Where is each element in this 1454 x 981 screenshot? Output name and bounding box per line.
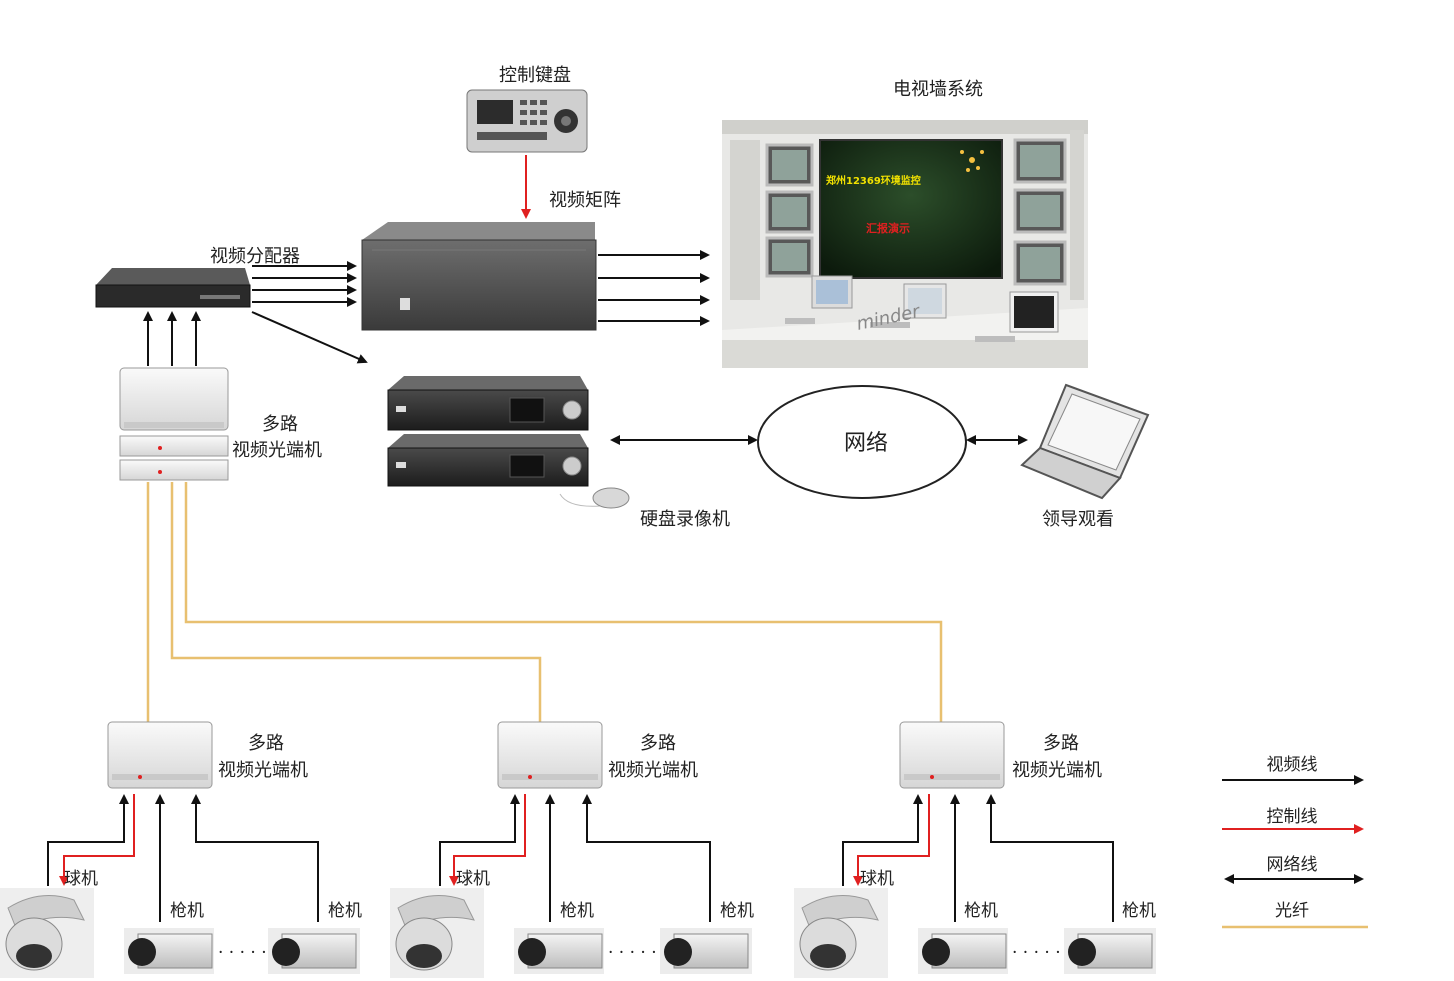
dome-camera-icon (0, 888, 94, 978)
camera-ellipsis: · · · · · · (608, 943, 667, 963)
dome-camera-icon (794, 888, 888, 978)
remote-site-3: 多路 视频光端机 球机 枪机 枪机 · · · · · · (794, 721, 1156, 978)
distributor-label: 视频分配器 (210, 246, 300, 267)
dvr-unit-1 (387, 376, 589, 431)
tv-screen-banner-red: 汇报演示 (866, 221, 910, 235)
optical-main-label-1: 多路 (262, 414, 298, 435)
keyboard-display-icon (477, 100, 513, 124)
bullet-camera-icon (918, 928, 1008, 974)
laptop-icon (1020, 383, 1150, 500)
mouse-icon (559, 487, 630, 509)
fiber-lines (146, 482, 943, 722)
matrix-label: 视频矩阵 (549, 190, 621, 211)
remote-site-1: 多路 视频光端机 球机 枪机 枪机 · · · · · · (0, 721, 362, 978)
bullet-label-1: 枪机 (560, 901, 594, 921)
remote-label-1: 多路 (248, 733, 284, 754)
tvwall-label: 电视墙系统 (893, 79, 983, 100)
video-matrix (361, 222, 597, 331)
bullet-label-1: 枪机 (964, 901, 998, 921)
camera-ellipsis: · · · · · · (1012, 943, 1071, 963)
remote-label-2: 视频光端机 (608, 760, 698, 781)
bullet-camera-icon (660, 928, 752, 974)
bullet-label-1: 枪机 (170, 901, 204, 921)
matrix-to-tvwall-arrows (598, 250, 710, 326)
optical-to-distributor-arrows (143, 311, 201, 366)
dome-label: 球机 (64, 869, 98, 889)
optical-transceiver-main (119, 367, 229, 481)
bullet-label-2: 枪机 (1122, 901, 1156, 921)
remote-label-1: 多路 (1043, 733, 1079, 754)
optical-transceiver-remote (899, 721, 1005, 789)
desk-monitor-icon (811, 275, 1059, 333)
legend-video-label: 视频线 (1267, 755, 1318, 775)
camera-ellipsis: · · · · · · (218, 943, 277, 963)
bullet-camera-icon (124, 928, 214, 974)
legend-network-label: 网络线 (1267, 855, 1318, 875)
tvwall-main-screen (819, 139, 1003, 279)
bullet-label-2: 枪机 (720, 901, 754, 921)
bullet-camera-icon (1064, 928, 1156, 974)
legend-control-label: 控制线 (1267, 807, 1318, 827)
leader-view-label: 领导观看 (1042, 509, 1114, 530)
optical-main-label-2: 视频光端机 (232, 440, 322, 461)
bullet-label-2: 枪机 (328, 901, 362, 921)
optical-transceiver-remote (497, 721, 603, 789)
remote-label-1: 多路 (640, 733, 676, 754)
dome-label: 球机 (456, 869, 490, 889)
tv-wall-photo: 郑州12369环境监控 汇报演示 minder (722, 120, 1088, 368)
remote-label-2: 视频光端机 (218, 760, 308, 781)
dvr-label: 硬盘录像机 (640, 509, 730, 530)
distributor-to-matrix-arrows (251, 261, 368, 364)
optical-transceiver-remote (107, 721, 213, 789)
keyboard-label: 控制键盘 (499, 65, 571, 86)
remote-label-2: 视频光端机 (1012, 760, 1102, 781)
control-keyboard (466, 89, 588, 153)
network-label: 网络 (844, 431, 888, 456)
legend-fiber-label: 光纤 (1275, 901, 1309, 921)
dome-camera-icon (390, 888, 484, 978)
bullet-camera-icon (514, 928, 604, 974)
dome-label: 球机 (860, 869, 894, 889)
legend: 视频线 控制线 网络线 光纤 (1222, 755, 1368, 929)
bullet-camera-icon (268, 928, 360, 974)
firework-icon (960, 150, 984, 172)
remote-site-2: 多路 视频光端机 球机 枪机 枪机 · · · · · · (390, 721, 754, 978)
dvr-unit-2 (387, 434, 589, 487)
video-distributor (95, 268, 251, 308)
tv-screen-banner: 郑州12369环境监控 (826, 174, 921, 187)
